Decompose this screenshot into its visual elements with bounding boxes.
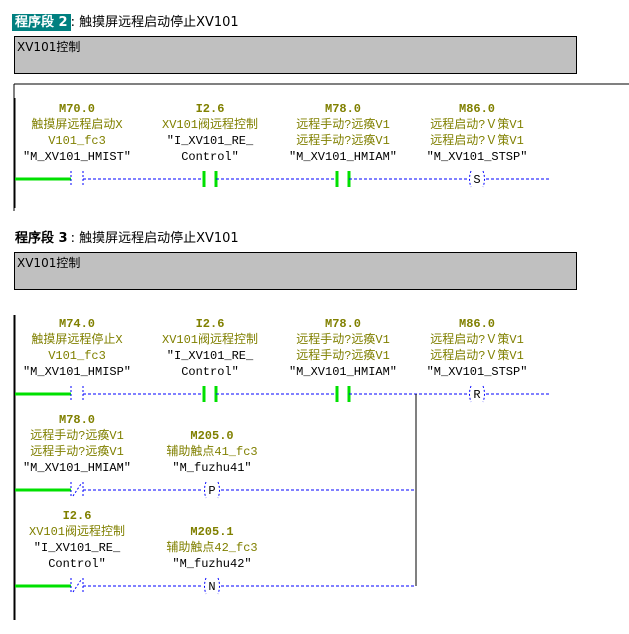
operand-symbol: Control" [181,150,239,164]
coil-r-icon[interactable] [469,385,472,403]
operand-symbol: "M_XV101_HMIST" [22,150,132,164]
operand-address: I2.6 [62,509,92,523]
operand-comment: 远程手动?远痪V1 [30,445,124,459]
operand-symbol: "I_XV101_RE_ [166,349,254,363]
operand-comment: 远程启动?Ｖ策V1 [430,333,524,347]
coil-bracket [217,481,220,499]
coil-p-icon[interactable] [204,481,207,499]
operand-address: M70.0 [58,102,96,116]
operand-comment: 辅助触点41_fc3 [166,445,258,459]
operand-comment: XV101阀远程控制 [28,525,126,539]
operand-comment: XV101阀远程控制 [161,118,259,132]
operand-address: M205.0 [190,429,234,443]
network-number: 程序段 3 [15,231,68,246]
operand-comment: 辅助触点42_fc3 [166,541,258,555]
operand-address: M205.1 [190,525,234,539]
network-title-text: : 触摸屏远程启动停止XV101 [70,15,239,30]
operand-comment: V101_fc3 [48,134,106,148]
operand-address: I2.6 [195,317,225,331]
operand-address: M74.0 [58,317,96,331]
operand-address: M78.0 [324,317,362,331]
network-title-text: : 触摸屏远程启动停止XV101 [70,231,239,246]
coil-type-letter: R [473,388,481,402]
operand-symbol: "M_fuzhu42" [172,557,252,571]
operand-symbol: "M_XV101_STSP" [426,365,528,379]
operand-comment: 触摸屏远程启动X [31,118,123,132]
operand-comment: V101_fc3 [48,349,106,363]
operand-symbol: "M_XV101_STSP" [426,150,528,164]
coil-bracket [482,385,485,403]
operand-symbol: "I_XV101_RE_ [33,541,121,555]
operand-address: M86.0 [458,317,496,331]
contact-slash [72,579,82,593]
network-comment-box[interactable]: XV101控制 [14,252,577,290]
operand-address: I2.6 [195,102,225,116]
operand-comment: 远程手动?远痪V1 [296,333,390,347]
network-comment-box[interactable]: XV101控制 [14,36,577,74]
operand-comment: XV101阀远程控制 [161,333,259,347]
coil-type-letter: P [208,484,216,498]
operand-symbol: "I_XV101_RE_ [166,134,254,148]
operand-symbol: "M_XV101_HMIAM" [22,461,132,475]
coil-type-letter: N [208,580,216,594]
operand-address: M78.0 [58,413,96,427]
network-title[interactable]: 程序段 2: 触摸屏远程启动停止XV101 [12,11,239,31]
operand-symbol: "M_XV101_HMIAM" [288,365,398,379]
operand-symbol: "M_fuzhu41" [172,461,252,475]
operand-comment: 远程手动?远痪V1 [296,349,390,363]
operand-comment: 远程手动?远痪V1 [296,118,390,132]
operand-address: M78.0 [324,102,362,116]
operand-symbol: "M_XV101_HMIAM" [288,150,398,164]
operand-address: M86.0 [458,102,496,116]
coil-n-icon[interactable] [204,577,207,595]
operand-comment: 远程手动?远痪V1 [296,134,390,148]
operand-comment: 远程手动?远痪V1 [30,429,124,443]
operand-comment: 远程启动?Ｖ策V1 [430,349,524,363]
network-number: 程序段 2 [12,14,71,31]
operand-symbol: Control" [181,365,239,379]
operand-comment: 远程启动?Ｖ策V1 [430,134,524,148]
network-title[interactable]: 程序段 3: 触摸屏远程启动停止XV101 [12,227,239,246]
operand-symbol: "M_XV101_HMISP" [22,365,132,379]
contact-slash [72,483,82,497]
coil-bracket [217,577,220,595]
operand-comment: 远程启动?Ｖ策V1 [430,118,524,132]
coil-bracket [482,170,485,188]
operand-comment: 触摸屏远程停止X [31,333,123,347]
operand-symbol: Control" [48,557,106,571]
coil-type-letter: S [473,173,481,187]
coil-s-icon[interactable] [469,170,472,188]
